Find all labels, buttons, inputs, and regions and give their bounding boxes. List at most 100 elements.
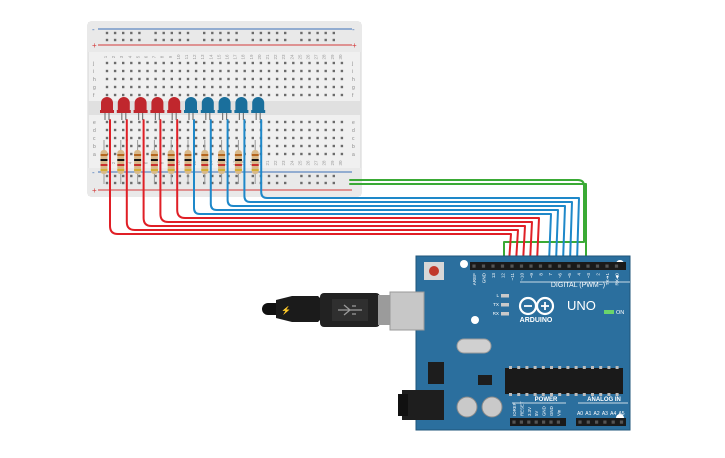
- header-pin[interactable]: [549, 420, 553, 424]
- breadboard-hole[interactable]: [162, 77, 165, 81]
- breadboard-hole[interactable]: [203, 120, 206, 124]
- breadboard-hole[interactable]: [316, 128, 319, 132]
- breadboard-hole[interactable]: [251, 93, 254, 97]
- breadboard-hole[interactable]: [130, 77, 133, 81]
- breadboard-hole[interactable]: [340, 152, 344, 156]
- breadboard-hole[interactable]: [211, 77, 214, 81]
- red-led[interactable]: [133, 97, 148, 120]
- breadboard-hole[interactable]: [316, 93, 319, 97]
- breadboard-hole[interactable]: [105, 77, 109, 81]
- rail-hole[interactable]: [178, 38, 182, 42]
- breadboard-hole[interactable]: [324, 77, 327, 81]
- breadboard-hole[interactable]: [284, 136, 287, 140]
- breadboard-hole[interactable]: [267, 85, 271, 89]
- breadboard-hole[interactable]: [154, 136, 157, 140]
- digital-header[interactable]: [470, 262, 626, 270]
- breadboard-hole[interactable]: [300, 120, 303, 124]
- red-led[interactable]: [150, 97, 165, 120]
- breadboard-hole[interactable]: [186, 136, 190, 140]
- breadboard-hole[interactable]: [170, 77, 173, 81]
- rail-hole[interactable]: [324, 38, 327, 42]
- resistor[interactable]: [167, 140, 175, 184]
- header-pin[interactable]: [614, 264, 619, 268]
- breadboard-hole[interactable]: [211, 152, 214, 156]
- rail-hole[interactable]: [138, 31, 141, 35]
- breadboard-hole[interactable]: [162, 136, 165, 140]
- breadboard-hole[interactable]: [316, 85, 319, 89]
- breadboard-hole[interactable]: [275, 120, 279, 124]
- rail-hole[interactable]: [332, 181, 335, 185]
- rail-hole[interactable]: [316, 31, 319, 35]
- rail-hole[interactable]: [211, 174, 214, 178]
- rail-hole[interactable]: [219, 174, 222, 178]
- rail-hole[interactable]: [113, 181, 117, 185]
- rail-hole[interactable]: [162, 174, 165, 178]
- breadboard-hole[interactable]: [251, 85, 254, 89]
- breadboard-hole[interactable]: [235, 144, 238, 148]
- breadboard-hole[interactable]: [130, 144, 133, 148]
- breadboard-hole[interactable]: [105, 144, 109, 148]
- breadboard-hole[interactable]: [122, 69, 125, 73]
- breadboard-hole[interactable]: [267, 61, 271, 65]
- breadboard-hole[interactable]: [186, 61, 190, 65]
- rail-hole[interactable]: [203, 181, 206, 185]
- breadboard-hole[interactable]: [267, 77, 271, 81]
- breadboard-hole[interactable]: [235, 69, 238, 73]
- breadboard-hole[interactable]: [324, 120, 327, 124]
- rail-hole[interactable]: [219, 181, 222, 185]
- rail-hole[interactable]: [170, 174, 173, 178]
- breadboard-hole[interactable]: [194, 77, 198, 81]
- breadboard-hole[interactable]: [194, 93, 198, 97]
- breadboard-hole[interactable]: [300, 85, 303, 89]
- breadboard-hole[interactable]: [186, 93, 190, 97]
- rail-hole[interactable]: [211, 181, 214, 185]
- breadboard-hole[interactable]: [122, 144, 125, 148]
- header-pin[interactable]: [619, 420, 624, 424]
- rail-hole[interactable]: [308, 31, 311, 35]
- breadboard-hole[interactable]: [267, 128, 271, 132]
- rail-hole[interactable]: [138, 38, 141, 42]
- breadboard-hole[interactable]: [162, 120, 165, 124]
- rail-hole[interactable]: [251, 174, 254, 178]
- rail-hole[interactable]: [267, 174, 271, 178]
- rail-hole[interactable]: [332, 38, 335, 42]
- wire[interactable]: [349, 183, 587, 263]
- breadboard-hole[interactable]: [113, 69, 117, 73]
- breadboard-hole[interactable]: [300, 77, 303, 81]
- breadboard-hole[interactable]: [162, 61, 165, 65]
- breadboard-hole[interactable]: [138, 136, 141, 140]
- breadboard-hole[interactable]: [162, 69, 165, 73]
- rail-hole[interactable]: [122, 31, 125, 35]
- breadboard-hole[interactable]: [267, 144, 271, 148]
- breadboard-hole[interactable]: [259, 69, 263, 73]
- breadboard-hole[interactable]: [332, 85, 335, 89]
- breadboard-hole[interactable]: [122, 77, 125, 81]
- rail-hole[interactable]: [170, 31, 173, 35]
- breadboard-hole[interactable]: [194, 128, 198, 132]
- breadboard-hole[interactable]: [154, 61, 157, 65]
- breadboard-hole[interactable]: [308, 152, 311, 156]
- breadboard-hole[interactable]: [178, 152, 182, 156]
- breadboard-hole[interactable]: [259, 61, 263, 65]
- breadboard-hole[interactable]: [146, 152, 149, 156]
- breadboard-hole[interactable]: [275, 128, 279, 132]
- rail-hole[interactable]: [203, 174, 206, 178]
- rail-hole[interactable]: [300, 181, 303, 185]
- rail-hole[interactable]: [300, 174, 303, 178]
- rail-hole[interactable]: [162, 181, 165, 185]
- breadboard-hole[interactable]: [203, 144, 206, 148]
- rail-hole[interactable]: [178, 31, 182, 35]
- breadboard-hole[interactable]: [243, 61, 246, 65]
- breadboard-hole[interactable]: [332, 93, 335, 97]
- breadboard-hole[interactable]: [203, 128, 206, 132]
- breadboard-hole[interactable]: [146, 128, 149, 132]
- breadboard-hole[interactable]: [146, 136, 149, 140]
- rail-hole[interactable]: [259, 38, 263, 42]
- breadboard-hole[interactable]: [227, 85, 230, 89]
- breadboard-hole[interactable]: [211, 85, 214, 89]
- rail-hole[interactable]: [267, 181, 271, 185]
- breadboard-hole[interactable]: [138, 128, 141, 132]
- breadboard-hole[interactable]: [219, 69, 222, 73]
- header-pin[interactable]: [578, 420, 582, 424]
- rail-hole[interactable]: [122, 181, 125, 185]
